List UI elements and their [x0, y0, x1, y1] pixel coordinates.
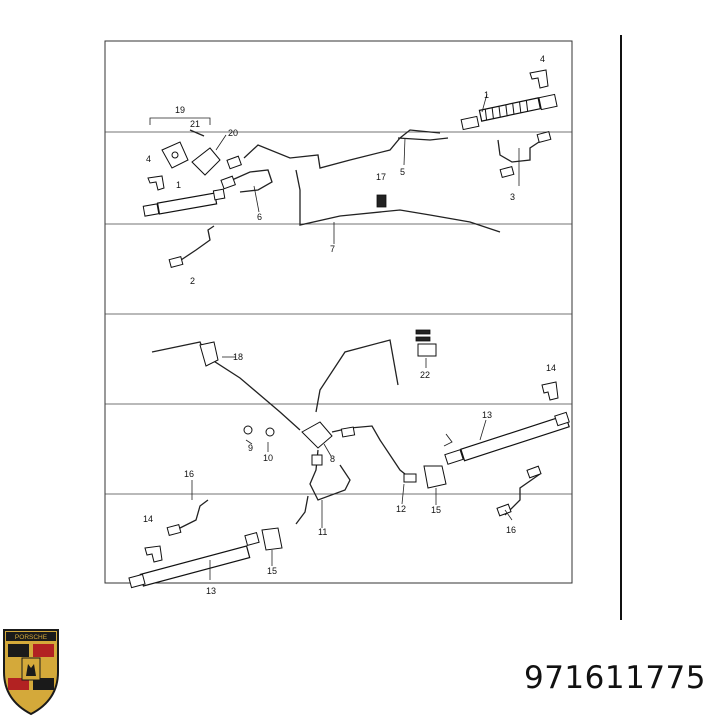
hose-rear-left [128, 532, 260, 589]
part-number: 971611775 [523, 660, 706, 696]
callout-8: 8 [330, 454, 335, 464]
clip-14-right [541, 381, 559, 401]
callout-16-repeat: 16 [506, 525, 516, 535]
clip-18 [199, 341, 219, 367]
leader-line [245, 439, 253, 445]
porsche-crest-logo: PORSCHE [3, 629, 59, 716]
pipe-fitting [526, 465, 542, 479]
leader-line [479, 419, 487, 441]
pipe-6 [231, 169, 273, 193]
callout-14: 14 [546, 363, 556, 373]
callout-18: 18 [233, 352, 243, 362]
callout-1: 1 [484, 90, 489, 100]
callout-16: 16 [184, 469, 194, 479]
pipe-7 [295, 169, 501, 233]
callout-7: 7 [330, 244, 335, 254]
callout-19: 19 [175, 105, 185, 115]
arrow-indicator [443, 433, 453, 447]
callout-4: 4 [540, 54, 545, 64]
pipe-5 [243, 129, 441, 169]
clip-4-left [147, 175, 165, 191]
pipe-fitting [340, 426, 356, 438]
leader-bracket-19 [149, 117, 211, 125]
pipe-fitting [496, 503, 512, 517]
callout-10: 10 [263, 453, 273, 463]
leader-line [401, 483, 405, 505]
pipe-connector [295, 495, 309, 525]
callout-22: 22 [420, 370, 430, 380]
logo-text: PORSCHE [15, 634, 48, 641]
callout-1-repeat: 1 [176, 180, 181, 190]
callout-14-repeat: 14 [143, 514, 153, 524]
callout-20: 20 [228, 128, 238, 138]
callout-4-repeat: 4 [146, 154, 151, 164]
leader-line [253, 185, 260, 213]
diagram-frame [104, 40, 573, 584]
callout-13-repeat: 13 [206, 586, 216, 596]
pipe-middle-left [151, 341, 301, 431]
hose-front-left [142, 188, 226, 217]
pipe-3-fitting [499, 165, 515, 179]
hose-rear-right [444, 411, 570, 465]
callout-15-repeat: 15 [267, 566, 277, 576]
callout-13: 13 [482, 410, 492, 420]
callout-17: 17 [376, 172, 386, 182]
leader-line [323, 443, 332, 457]
pipe-2-fitting [168, 255, 184, 269]
hose-front-right [460, 93, 558, 131]
pipe-fitting [226, 155, 242, 170]
pipe-fitting [220, 175, 236, 190]
pipe-11 [309, 449, 351, 501]
leader-line [504, 509, 513, 521]
callout-21: 21 [190, 119, 200, 129]
pipe-16-left [175, 499, 209, 531]
clip-4-front [529, 69, 549, 89]
bracket-15-left [261, 527, 283, 551]
leader-line [481, 93, 488, 113]
pipe-16-right [504, 473, 541, 516]
junction-bolt [171, 151, 179, 159]
leader-line [403, 137, 406, 166]
callout-3: 3 [510, 192, 515, 202]
callout-6: 6 [257, 212, 262, 222]
callout-5: 5 [400, 167, 405, 177]
pipe-3-fitting [536, 130, 552, 144]
callout-12: 12 [396, 504, 406, 514]
leader-line [215, 134, 227, 151]
clip-14-left [144, 545, 163, 563]
callout-11: 11 [318, 527, 327, 537]
bolt-21 [189, 129, 205, 137]
bracket-15-right [423, 465, 447, 489]
clip-22 [415, 329, 437, 357]
pipe-middle-right [315, 339, 399, 413]
pipe-2 [177, 225, 215, 263]
bracket-20 [191, 147, 221, 176]
pipe-fitting [311, 454, 323, 466]
t-piece-8 [301, 421, 333, 449]
pipe-fitting [166, 523, 182, 537]
bolt-9 [243, 425, 253, 435]
callout-2: 2 [190, 276, 195, 286]
pipe-fitting [403, 473, 417, 483]
callout-15: 15 [431, 505, 441, 515]
callout-9: 9 [248, 443, 253, 453]
washer-10 [265, 427, 275, 437]
pipe-5-branch [397, 137, 449, 141]
pipe-3 [497, 137, 546, 163]
grommet-17 [376, 194, 387, 208]
